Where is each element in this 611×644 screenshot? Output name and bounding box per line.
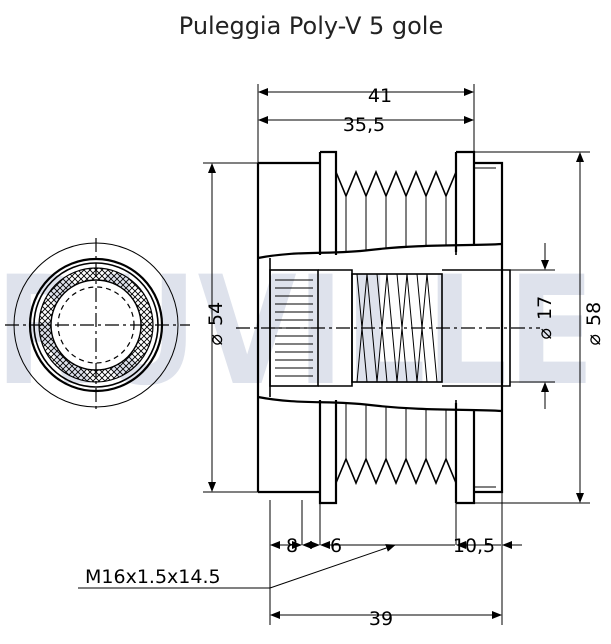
dim-diameter-outer-value: 58 bbox=[583, 302, 605, 326]
diameter-symbol: ⌀ bbox=[583, 334, 605, 345]
side-view bbox=[236, 150, 540, 505]
drawing-title: Puleggia Poly-V 5 gole bbox=[179, 12, 443, 40]
dimension-lines bbox=[78, 84, 590, 625]
dim-diameter-inner-value: 54 bbox=[205, 302, 227, 326]
diameter-symbol: ⌀ bbox=[534, 328, 556, 339]
diameter-symbol: ⌀ bbox=[205, 334, 227, 345]
dim-thread-spec: M16x1.5x14.5 bbox=[85, 566, 221, 588]
dim-front-offset: 8 bbox=[286, 535, 298, 557]
dim-rear-offset: 10,5 bbox=[453, 535, 495, 557]
dim-diameter-54: ⌀ 54 bbox=[205, 302, 227, 346]
dim-overall-length: 41 bbox=[368, 85, 392, 107]
dim-base-length: 39 bbox=[369, 608, 393, 630]
dim-groove-span: 35,5 bbox=[343, 114, 385, 136]
dim-diameter-58: ⌀ 58 bbox=[583, 302, 605, 346]
dim-bore-value: 17 bbox=[534, 296, 556, 320]
dim-middle-offset: 6 bbox=[330, 535, 342, 557]
dim-bore-17: ⌀ 17 bbox=[534, 296, 556, 340]
front-view bbox=[5, 238, 190, 412]
